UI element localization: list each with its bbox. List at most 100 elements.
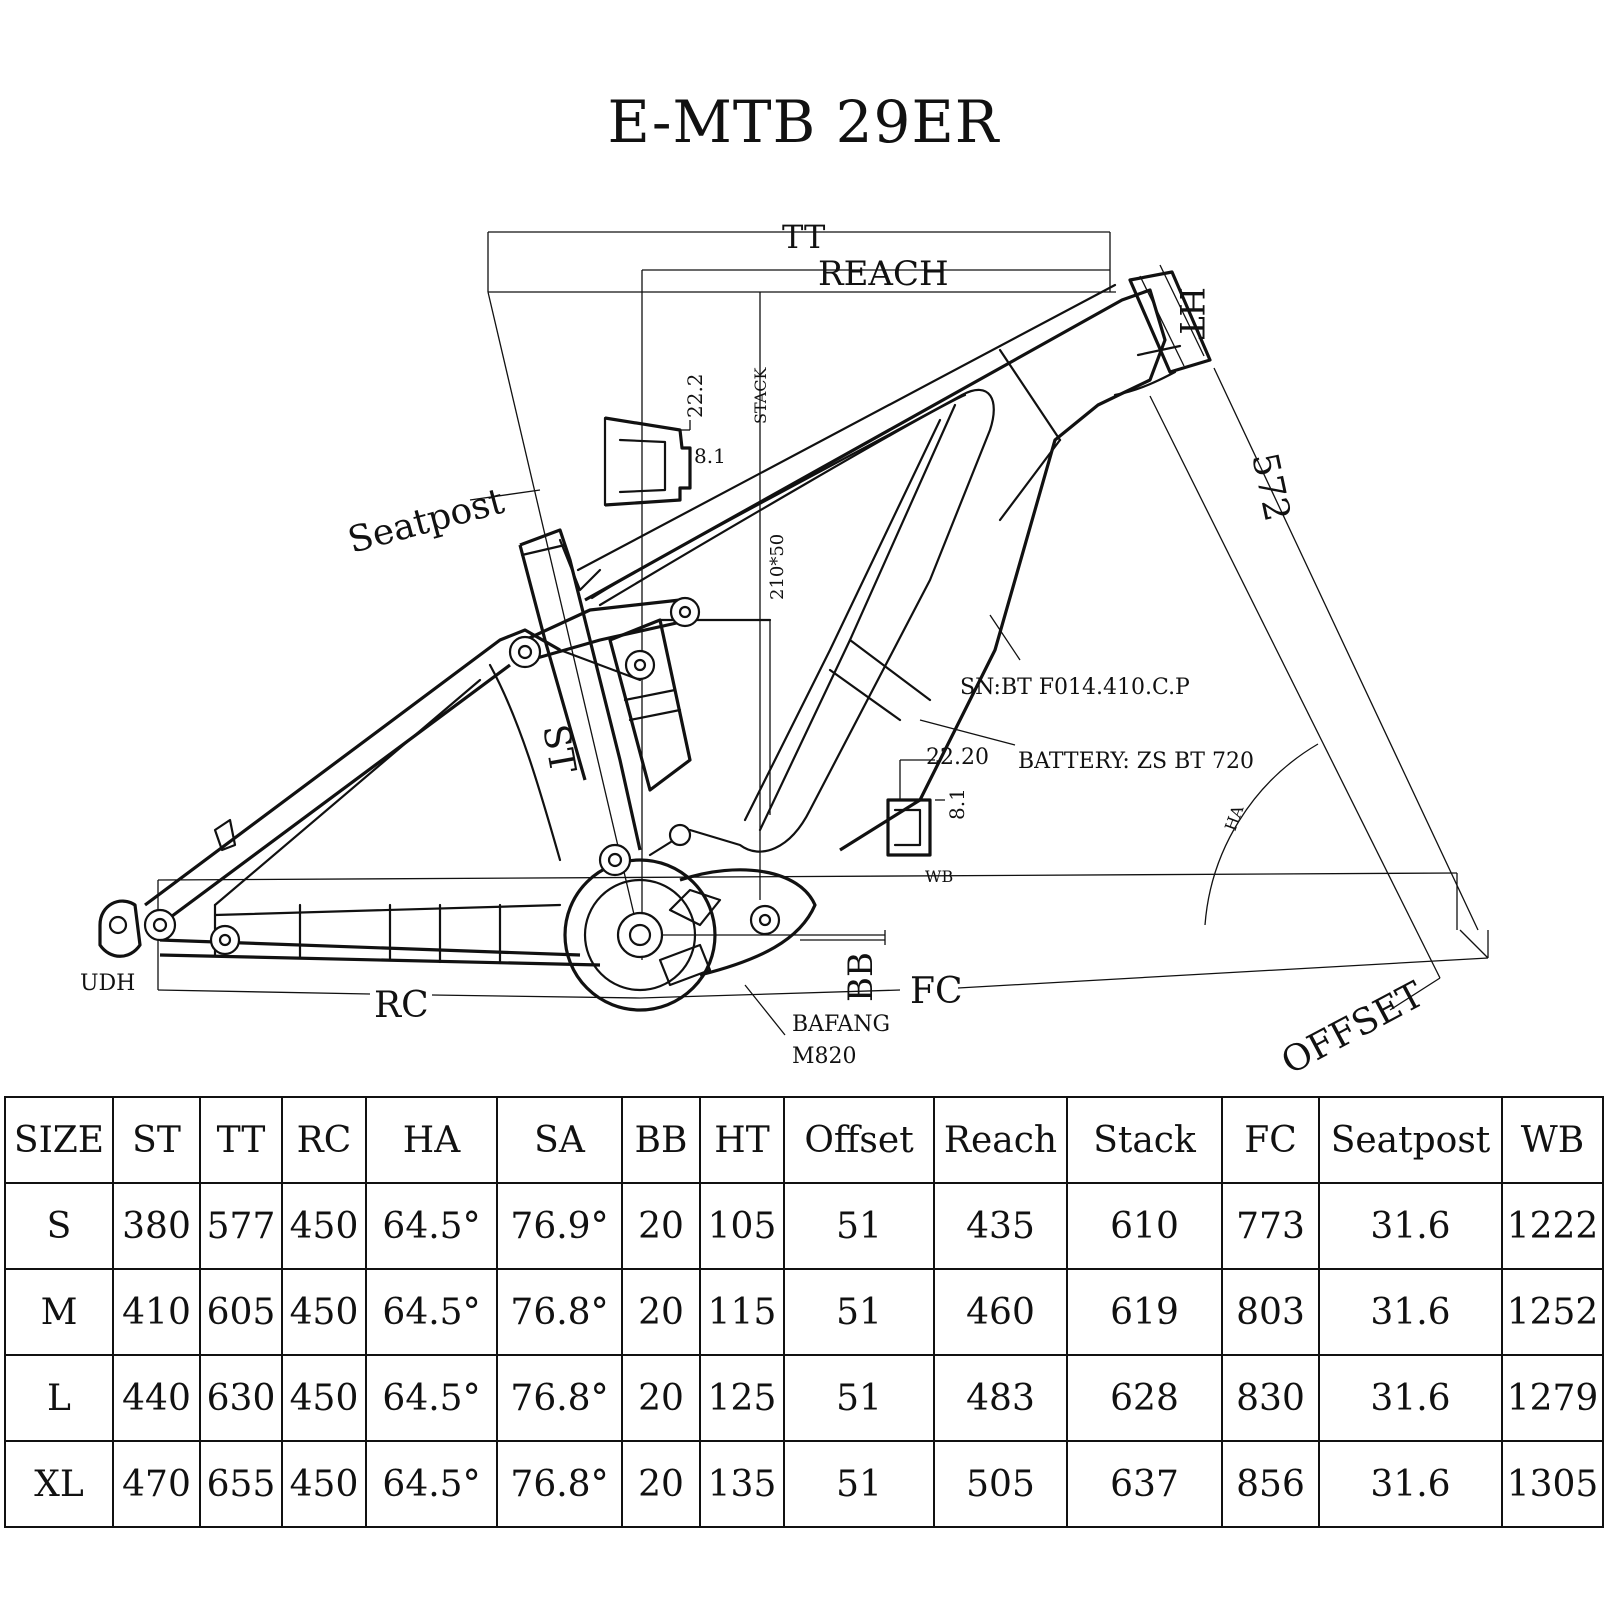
fc-label: FC xyxy=(910,971,963,1012)
rear-shock xyxy=(608,618,772,792)
cable-port-detail-bottom xyxy=(886,759,945,857)
cable-port-detail-top xyxy=(603,416,692,507)
table-cell: 655 xyxy=(199,1440,283,1528)
fork-length-label: 572 xyxy=(1243,449,1297,525)
table-cell: 31.6 xyxy=(1318,1440,1503,1528)
table-cell: 410 xyxy=(112,1268,201,1356)
header-size: SIZE xyxy=(4,1096,114,1184)
header-ha: HA xyxy=(365,1096,498,1184)
table-cell: 125 xyxy=(699,1354,785,1442)
motor-unit xyxy=(563,858,817,1012)
table-cell: 505 xyxy=(933,1440,1068,1528)
bb-drop-dimension xyxy=(640,930,886,945)
table-cell: 64.5° xyxy=(365,1354,498,1442)
udh-label: UDH xyxy=(80,971,135,996)
header-rc: RC xyxy=(281,1096,367,1184)
table-cell: 51 xyxy=(783,1440,935,1528)
table-cell: 450 xyxy=(281,1440,367,1528)
table-row: S 380 577 450 64.5° 76.9° 20 105 51 435 … xyxy=(4,1182,1604,1270)
table-cell: 450 xyxy=(281,1268,367,1356)
table-cell: 76.8° xyxy=(496,1440,623,1528)
header-offset: Offset xyxy=(783,1096,935,1184)
reach-label: REACH xyxy=(818,254,949,294)
seatpost-leader-line xyxy=(469,489,541,501)
table-cell: 1279 xyxy=(1501,1354,1604,1442)
shock-size-label: 210*50 xyxy=(767,534,788,600)
battery-leader-line xyxy=(919,719,1016,746)
front-centre-dimension xyxy=(639,930,1489,999)
table-cell: 1305 xyxy=(1501,1440,1604,1528)
table-cell: 20 xyxy=(621,1440,701,1528)
table-cell: L xyxy=(4,1354,114,1442)
header-st: ST xyxy=(112,1096,201,1184)
table-cell: 450 xyxy=(281,1182,367,1270)
bb-label: BB xyxy=(841,952,881,1002)
header-sa: SA xyxy=(496,1096,623,1184)
offset-dimension xyxy=(1389,929,1489,1011)
table-cell: 64.5° xyxy=(365,1182,498,1270)
dim-22-20-label: 22.20 xyxy=(926,745,989,770)
frame-geometry-drawing: TT REACH HT 572 STACK Seatpost ST 210*50… xyxy=(80,218,1489,1083)
wb-label: WB xyxy=(925,867,953,886)
table-cell: 803 xyxy=(1221,1268,1320,1356)
table-row: L 440 630 450 64.5° 76.8° 20 125 51 483 … xyxy=(4,1354,1604,1442)
table-cell: 51 xyxy=(783,1268,935,1356)
table-cell: 610 xyxy=(1066,1182,1223,1270)
wheelbase-dimension xyxy=(157,872,1458,990)
rear-triangle xyxy=(144,598,692,967)
top-tube-dimension xyxy=(487,231,1111,292)
battery-label: BATTERY: ZS BT 720 xyxy=(1018,749,1254,774)
table-cell: 1222 xyxy=(1501,1182,1604,1270)
table-cell: 628 xyxy=(1066,1354,1223,1442)
serial-label: SN:BT F014.410.C.P xyxy=(960,675,1190,700)
table-cell: 105 xyxy=(699,1182,785,1270)
table-cell: 440 xyxy=(112,1354,201,1442)
header-fc: FC xyxy=(1221,1096,1320,1184)
header-wb: WB xyxy=(1501,1096,1604,1184)
table-cell: 605 xyxy=(199,1268,283,1356)
table-cell: 577 xyxy=(199,1182,283,1270)
udh-dropout xyxy=(98,899,142,958)
table-cell: 31.6 xyxy=(1318,1354,1503,1442)
table-cell: 1252 xyxy=(1501,1268,1604,1356)
st-label: ST xyxy=(534,721,583,776)
reach-dimension xyxy=(641,269,1110,960)
table-cell: M xyxy=(4,1268,114,1356)
table-cell: 135 xyxy=(699,1440,785,1528)
dim-8-1-bottom-label: 8.1 xyxy=(945,788,969,820)
chainstay-dimension xyxy=(157,989,641,999)
table-cell: 450 xyxy=(281,1354,367,1442)
table-cell: S xyxy=(4,1182,114,1270)
table-cell: 115 xyxy=(699,1268,785,1356)
table-cell: 31.6 xyxy=(1318,1268,1503,1356)
table-cell: 76.8° xyxy=(496,1354,623,1442)
tt-label: TT xyxy=(782,218,826,256)
table-cell: 64.5° xyxy=(365,1440,498,1528)
table-cell: 380 xyxy=(112,1182,201,1270)
header-bb: BB xyxy=(621,1096,701,1184)
ha-label: HA xyxy=(1221,802,1248,833)
dim-22-2-label: 22.2 xyxy=(683,373,707,418)
rc-label: RC xyxy=(374,985,429,1026)
table-cell: 483 xyxy=(933,1354,1068,1442)
table-cell: 76.9° xyxy=(496,1182,623,1270)
table-cell: 460 xyxy=(933,1268,1068,1356)
front-triangle xyxy=(518,270,1212,857)
header-reach: Reach xyxy=(933,1096,1068,1184)
seat-tube-axis xyxy=(487,291,641,941)
offset-label: OFFSET xyxy=(1275,974,1431,1083)
table-cell: 51 xyxy=(783,1182,935,1270)
table-cell: 20 xyxy=(621,1354,701,1442)
table-cell: 773 xyxy=(1221,1182,1320,1270)
table-cell: 51 xyxy=(783,1354,935,1442)
table-cell: 856 xyxy=(1221,1440,1320,1528)
header-stack: Stack xyxy=(1066,1096,1223,1184)
table-header-row: SIZE ST TT RC HA SA BB HT Offset Reach S… xyxy=(4,1096,1604,1184)
seatpost-label: Seatpost xyxy=(344,481,509,562)
table-cell: XL xyxy=(4,1440,114,1528)
table-cell: 64.5° xyxy=(365,1268,498,1356)
motor-label-line2: M820 xyxy=(792,1044,857,1069)
header-seatpost: Seatpost xyxy=(1318,1096,1503,1184)
stack-label: STACK xyxy=(751,366,770,424)
motor-leader-line xyxy=(744,984,786,1036)
